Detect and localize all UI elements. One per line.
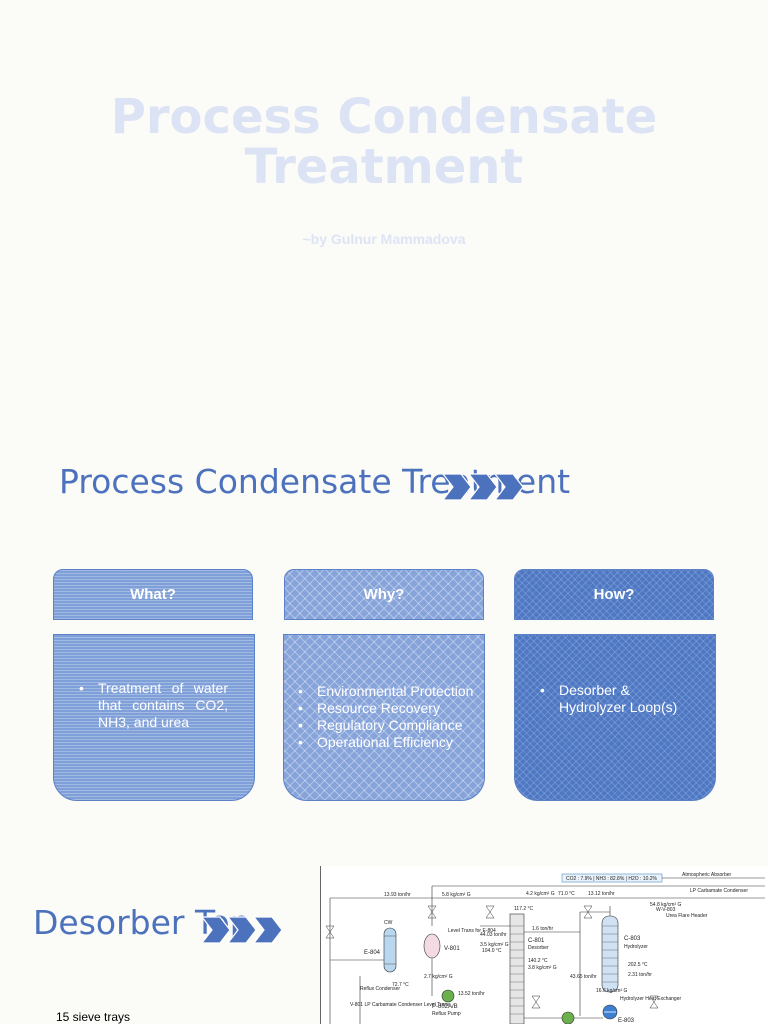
c803-label: C-803 xyxy=(624,936,641,942)
card-why-body: Environmental Protection Resource Recove… xyxy=(283,634,485,801)
p231-label: 2.31 ton/hr xyxy=(628,972,652,978)
flow-58: 5.8 kg/cm² G xyxy=(442,892,471,898)
composition-label: CO2 : 7.9% | NH3 : 82.8% | H2O : 10.2% xyxy=(566,876,658,882)
card-how-heading: How? xyxy=(593,586,635,603)
slide1-title: Process Condensate Treatment xyxy=(0,92,768,192)
card-how-list: Desorber & Hydrolyzer Loop(s) xyxy=(515,635,715,716)
chevron-arrows-icon xyxy=(200,916,283,944)
slide1-subtitle: ~by Gulnur Mammadova xyxy=(302,231,466,247)
flow-42: 4.2 kg/cm² G xyxy=(526,891,555,897)
card-why-header: Why? xyxy=(284,569,484,620)
p166-label: 16.6 kg/cm² G xyxy=(596,988,628,994)
card-how-header: How? xyxy=(514,569,714,620)
list-item: Regulatory Compliance xyxy=(298,717,484,734)
card-what-header: What? xyxy=(53,569,253,620)
level-trans-label: Level Trans for E-804 xyxy=(448,928,496,934)
reflux-pump-label: Reflux Pump xyxy=(432,1011,461,1017)
list-item: Operational Efficiency xyxy=(298,734,484,751)
p38-label: 3.8 kg/cm² G xyxy=(528,965,557,971)
chevron-arrows-icon xyxy=(441,473,524,501)
card-how-body: Desorber & Hydrolyzer Loop(s) xyxy=(514,634,716,801)
flow-16: 1.6 ton/hr xyxy=(532,926,553,932)
t2025-label: 202.5 °C xyxy=(628,962,648,968)
hydrolyzer-label: Hydrolyzer xyxy=(624,944,648,950)
p27-label: 2.7 kg/cm² G xyxy=(424,974,453,980)
t1402-label: 140.2 °C xyxy=(528,958,548,964)
card-what-body: Treatment of water that contains CO2, NH… xyxy=(53,634,255,801)
wv803-label: W-V-803 xyxy=(656,907,676,913)
flow-1352: 13.52 ton/hr xyxy=(458,991,485,997)
c801-label: C-801 xyxy=(528,938,545,944)
steam-54: 54.8 kg/cm² G xyxy=(650,902,682,908)
atm-absorber-label: Atmospheric Absorber xyxy=(682,872,732,878)
t727-label: 72.7 °C xyxy=(392,982,409,988)
process-flow-svg: CO2 : 7.9% | NH3 : 82.8% | H2O : 10.2% A… xyxy=(320,866,765,1024)
flow-1312: 13.12 ton/hr xyxy=(588,891,615,897)
e803-label: E-803 xyxy=(618,1018,635,1024)
list-item: Environmental Protection xyxy=(298,683,484,700)
temp-710: 71.0 °C xyxy=(558,891,575,897)
cw-label: CW xyxy=(384,920,393,926)
slide1-title-line2: Treatment xyxy=(244,139,524,195)
flow-13-93: 13.93 ton/hr xyxy=(384,892,411,898)
p802-label: P-802A/B xyxy=(432,1004,458,1010)
card-what-list: Treatment of water that contains CO2, NH… xyxy=(54,635,254,731)
urea-flare-label: Urea Flare Header xyxy=(666,913,708,919)
e804-label: E-804 xyxy=(364,950,381,956)
t1172-label: 117.2 °C xyxy=(514,906,534,912)
flow-4365: 43.65 ton/hr xyxy=(570,974,597,980)
list-item: Desorber & Hydrolyzer Loop(s) xyxy=(540,682,695,716)
p35-label: 3.5 kg/cm² G xyxy=(480,942,509,948)
t1040-label: 104.0 °C xyxy=(482,948,502,954)
card-why-heading: Why? xyxy=(363,586,405,603)
card-what-heading: What? xyxy=(130,586,176,603)
card-why-list: Environmental Protection Resource Recove… xyxy=(284,635,484,751)
hx-label: Hydrolyzer Heat Exchanger xyxy=(620,996,681,1002)
process-flow-diagram: CO2 : 7.9% | NH3 : 82.8% | H2O : 10.2% A… xyxy=(320,866,768,1024)
list-item: Treatment of water that contains CO2, NH… xyxy=(79,680,228,731)
reflux-condenser-label: Reflux Condenser xyxy=(360,986,400,992)
v801-level-label: V-801 LP Carbamate Condenser Level Trans xyxy=(350,1002,450,1008)
list-item: Resource Recovery xyxy=(298,700,484,717)
sieve-trays-note: 15 sieve trays xyxy=(56,1010,131,1024)
desorber-label: Desorber xyxy=(528,945,549,951)
lp-condenser-label: LP Carbamate Condenser xyxy=(690,888,748,894)
slide1-title-line1: Process Condensate xyxy=(110,89,658,145)
flow-4403: 44.03 ton/hr xyxy=(480,932,507,938)
v801-label: V-801 xyxy=(444,946,460,952)
